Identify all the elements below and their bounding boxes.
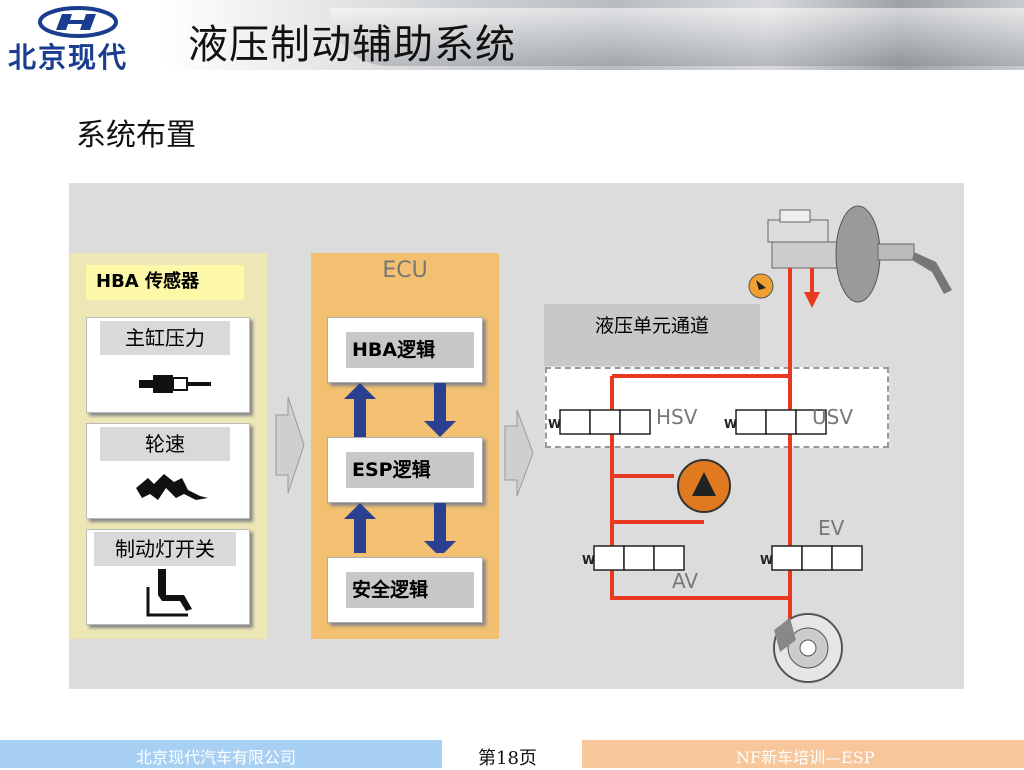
brake-booster-icon bbox=[835, 205, 952, 303]
svg-text:W: W bbox=[760, 553, 773, 567]
wheel-speed-sensor-icon bbox=[136, 474, 208, 500]
flow-arrow-icon bbox=[504, 409, 534, 497]
sensor-label: 主缸压力 bbox=[100, 321, 230, 355]
down-arrow-icon bbox=[424, 383, 456, 437]
ecu-heading: ECU bbox=[382, 258, 428, 283]
valve-label-av: AV bbox=[672, 569, 699, 593]
footer-page-number: 第18页 bbox=[478, 748, 537, 769]
ecu-block-label: 安全逻辑 bbox=[346, 572, 474, 608]
page-title: 液压制动辅助系统 bbox=[188, 22, 516, 68]
up-arrow-icon bbox=[344, 383, 376, 437]
footer-right-band bbox=[582, 740, 1024, 768]
valve-label-ev: EV bbox=[818, 516, 845, 540]
ecu-block-hba: HBA逻辑 bbox=[327, 317, 483, 383]
svg-text:W: W bbox=[724, 417, 737, 431]
svg-text:W: W bbox=[548, 417, 561, 431]
pump-icon bbox=[677, 459, 731, 513]
footer-left-band bbox=[0, 740, 442, 768]
down-arrow-icon bbox=[424, 503, 456, 553]
footer-course: NF新车培训—ESP bbox=[736, 748, 875, 767]
ecu-block-label: HBA逻辑 bbox=[346, 332, 474, 368]
sensor-label: 轮速 bbox=[100, 427, 230, 461]
brake-pedal-switch-icon bbox=[146, 569, 192, 617]
footer-middle-band bbox=[442, 740, 582, 768]
master-cylinder-icon bbox=[767, 209, 843, 269]
footer-company: 北京现代汽车有限公司 bbox=[136, 748, 297, 767]
valve-label-usv: USV bbox=[812, 405, 854, 429]
sensor-label: 制动灯开关 bbox=[94, 532, 236, 566]
hydraulic-heading-box bbox=[544, 304, 760, 366]
hydraulic-circuit: W W W W bbox=[548, 205, 952, 683]
up-arrow-icon bbox=[344, 503, 376, 553]
pressure-sensor-icon bbox=[139, 375, 211, 393]
logo-text: 北京现代 bbox=[8, 41, 129, 74]
ecu-block-safety: 安全逻辑 bbox=[327, 557, 483, 623]
sensor-heading: HBA 传感器 bbox=[86, 265, 244, 300]
car-banner-image bbox=[330, 8, 1024, 66]
brake-disc-icon bbox=[773, 613, 843, 683]
svg-text:W: W bbox=[582, 553, 595, 567]
hyundai-logo-icon bbox=[38, 6, 118, 38]
valve-icon bbox=[559, 409, 863, 571]
ecu-arrows bbox=[344, 383, 456, 553]
ecu-block-label: ESP逻辑 bbox=[346, 452, 474, 488]
valve-label-hsv: HSV bbox=[656, 405, 698, 429]
ecu-block-esp: ESP逻辑 bbox=[327, 437, 483, 503]
hydraulic-heading: 液压单元通道 bbox=[594, 315, 709, 337]
section-title: 系统布置 bbox=[76, 118, 196, 153]
flow-arrow-icon bbox=[275, 396, 305, 494]
